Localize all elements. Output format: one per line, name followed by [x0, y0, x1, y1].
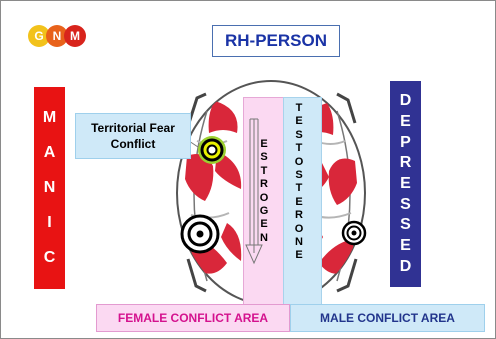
testosterone-letter: S	[295, 129, 302, 142]
testosterone-label: T E S T O S T E R O N E	[293, 102, 305, 263]
testosterone-letter: O	[295, 156, 304, 169]
estrogen-letter: T	[261, 165, 268, 178]
testosterone-letter: O	[295, 223, 304, 236]
estrogen-letter: E	[260, 138, 267, 151]
testosterone-letter: R	[295, 209, 303, 222]
estrogen-letter: G	[260, 205, 269, 218]
male-conflict-area: MALE CONFLICT AREA	[290, 304, 485, 332]
testosterone-letter: E	[295, 115, 302, 128]
female-conflict-area: FEMALE CONFLICT AREA	[96, 304, 290, 332]
testosterone-letter: T	[296, 142, 303, 155]
testosterone-letter: N	[295, 236, 303, 249]
estrogen-letter: O	[260, 192, 269, 205]
estrogen-letter: S	[260, 151, 267, 164]
territorial-fear-label: Territorial Fear Conflict	[75, 113, 191, 159]
testosterone-letter: T	[296, 182, 303, 195]
testosterone-letter: T	[296, 102, 303, 115]
testosterone-letter: S	[295, 169, 302, 182]
estrogen-letter: N	[260, 232, 268, 245]
estrogen-letter: R	[260, 178, 268, 191]
testosterone-letter: E	[295, 249, 302, 262]
testosterone-letter: E	[295, 196, 302, 209]
estrogen-label: E S T R O G E N	[258, 138, 270, 245]
estrogen-letter: E	[260, 218, 267, 231]
